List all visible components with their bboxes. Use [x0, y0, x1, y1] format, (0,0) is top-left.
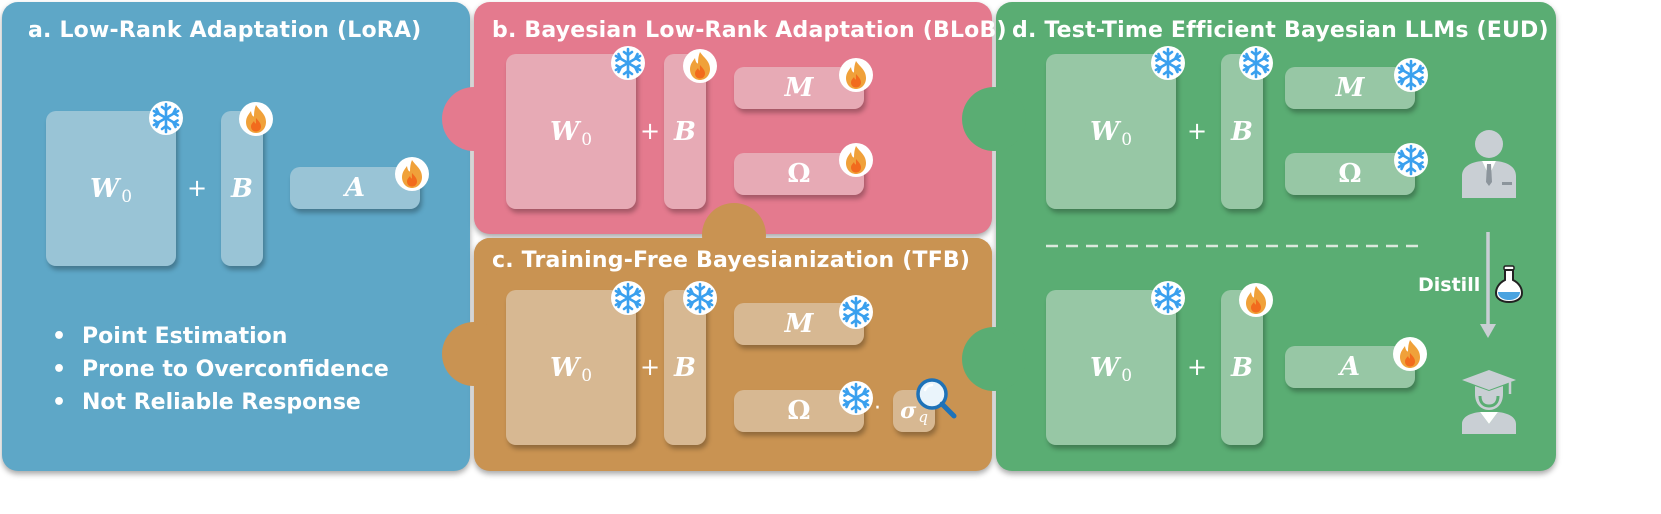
plus-sign: +	[187, 174, 208, 202]
snowflake-icon	[682, 280, 718, 316]
flask-icon	[1494, 265, 1524, 304]
panel-tfb-title: c. Training-Free Bayesianization (TFB)	[492, 248, 971, 273]
flame-icon	[1393, 337, 1427, 371]
b-matrix: B	[221, 111, 263, 266]
m-matrix: M	[1285, 67, 1415, 109]
flame-icon	[839, 143, 873, 177]
snowflake-icon	[1393, 57, 1429, 93]
student-icon	[1462, 370, 1516, 434]
distill-label: Distill	[1418, 274, 1481, 296]
snowflake-icon	[1150, 280, 1186, 316]
puzzle-tab-b-left	[442, 87, 506, 151]
snowflake-icon	[148, 100, 184, 136]
puzzle-tab-c-left	[442, 322, 506, 386]
panel-lora-title: a. Low-Rank Adaptation (LoRA)	[28, 18, 422, 43]
panel-eud	[996, 2, 1556, 471]
plus-sign: +	[640, 117, 661, 145]
snowflake-icon	[838, 380, 874, 416]
plus-sign: +	[640, 353, 661, 381]
panel-eud-title: d. Test-Time Efficient Bayesian LLMs (EU…	[1012, 18, 1549, 43]
plus-sign: +	[1187, 117, 1208, 145]
flame-icon	[239, 102, 273, 136]
plus-sign: +	[1187, 353, 1208, 381]
snowflake-icon	[610, 45, 646, 81]
lora-limitations-list: Point Estimation Prone to Overconfidence…	[44, 320, 389, 419]
list-item: Not Reliable Response	[44, 386, 389, 419]
snowflake-icon	[610, 280, 646, 316]
distill-arrow	[1480, 232, 1496, 338]
puzzle-tab-d-left-top	[962, 87, 1026, 151]
b-matrix: B	[664, 290, 706, 445]
snowflake-icon	[838, 294, 874, 330]
panel-blob	[474, 2, 992, 234]
separator-dashed-line	[1046, 244, 1418, 248]
flame-icon	[839, 58, 873, 92]
snowflake-icon	[1393, 142, 1429, 178]
flame-icon	[1239, 283, 1273, 317]
omega-matrix: Ω	[1285, 153, 1415, 195]
snowflake-icon	[1150, 45, 1186, 81]
list-item: Prone to Overconfidence	[44, 353, 389, 386]
panel-tfb-cover	[474, 238, 992, 298]
list-item: Point Estimation	[44, 320, 389, 353]
snowflake-icon	[1238, 45, 1274, 81]
flame-icon	[683, 49, 717, 83]
multiply-dot: ·	[874, 396, 881, 421]
panel-blob-title: b. Bayesian Low-Rank Adaptation (BLoB)	[492, 18, 1007, 43]
magnifier-icon	[916, 378, 957, 419]
flame-icon	[395, 157, 429, 191]
puzzle-tab-d-left-bottom	[962, 327, 1026, 391]
teacher-icon	[1462, 130, 1516, 198]
